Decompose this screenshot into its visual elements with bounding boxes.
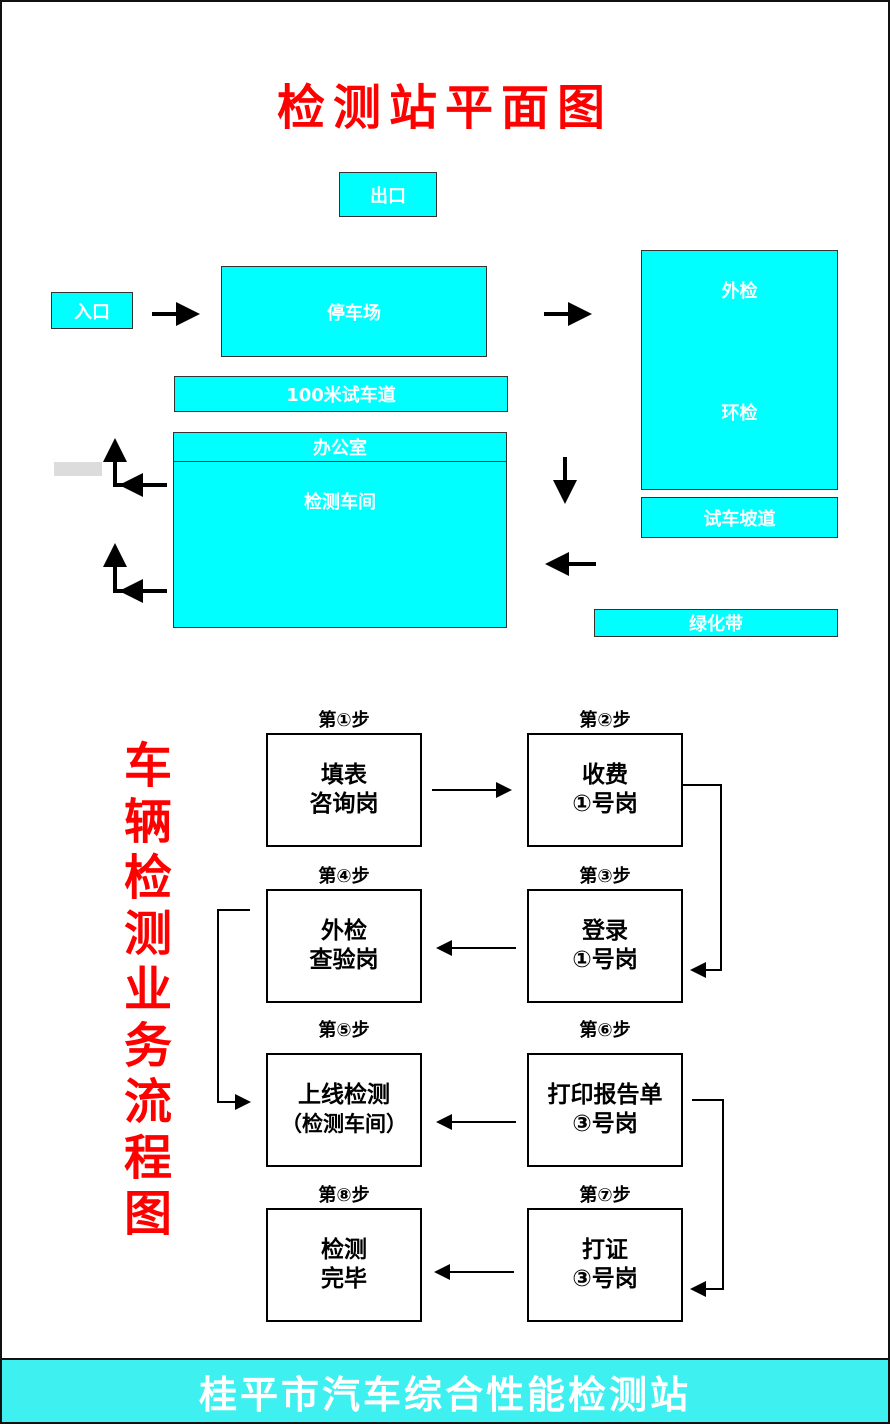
- flow-arrow-6-7: [690, 1099, 724, 1297]
- step-label-3: 第③步: [579, 866, 631, 887]
- flow-title-char: 业: [123, 962, 172, 1018]
- flow-box-6-line2: ③号岗: [572, 1111, 638, 1137]
- flow-box-4-line1: 外检: [321, 918, 367, 944]
- zone-test-track: 100米试车道: [174, 376, 508, 412]
- zone-workshop-label: 检测车间: [304, 492, 376, 513]
- step-label-1: 第①步: [318, 710, 370, 731]
- flow-box-3-line2: ①号岗: [572, 947, 638, 973]
- zone-greenbelt-label: 绿化带: [689, 614, 743, 635]
- flow-box-1-line1: 填表: [321, 762, 367, 788]
- zone-workshop: 检测车间: [173, 461, 507, 628]
- step-label-4: 第④步: [318, 866, 370, 887]
- flow-box-4: 外检 查验岗: [266, 889, 422, 1003]
- flow-title-char: 流: [123, 1074, 172, 1130]
- flow-box-3-line1: 登录: [582, 918, 628, 944]
- flow-box-6-line1: 打印报告单: [547, 1082, 663, 1108]
- flow-box-8: 检测 完毕: [266, 1208, 422, 1322]
- zone-entrance-label: 入口: [74, 301, 110, 323]
- page-title: 检测站平面图: [276, 80, 613, 136]
- zone-exterior-check-label: 外检: [721, 281, 758, 302]
- arrow-exit-upper: [103, 438, 167, 487]
- flow-box-6: 打印报告单 ③号岗: [527, 1053, 683, 1167]
- flow-box-1: 填表 咨询岗: [266, 733, 422, 847]
- flow-box-3: 登录 ①号岗: [527, 889, 683, 1003]
- zone-exit-label: 出口: [370, 185, 406, 207]
- flow-box-2-line1: 收费: [582, 762, 628, 788]
- step-label-5: 第⑤步: [318, 1020, 370, 1041]
- flow-title-char: 车: [123, 738, 172, 794]
- flow-title-char: 检: [123, 850, 172, 906]
- flow-arrow-4-5: [217, 909, 251, 1110]
- flow-box-2: 收费 ①号岗: [527, 733, 683, 847]
- flow-box-1-line2: 咨询岗: [309, 791, 379, 817]
- flow-box-5-line1: 上线检测: [298, 1082, 390, 1108]
- flow-title-char: 务: [123, 1018, 172, 1074]
- zone-test-slope: 试车坡道: [641, 497, 838, 538]
- flow-arrow-2-3: [682, 784, 722, 978]
- zone-inspection: 外检 环检: [641, 250, 838, 490]
- zone-env-check-label: 环检: [721, 403, 758, 424]
- flow-box-4-line2: 查验岗: [309, 947, 379, 973]
- step-label-7: 第⑦步: [579, 1185, 631, 1206]
- flow-title-char: 辆: [123, 794, 172, 850]
- zone-test-track-label: 100米试车道: [286, 385, 396, 406]
- flow-box-5: 上线检测 （检测车间）: [266, 1053, 422, 1167]
- step-label-8: 第⑧步: [318, 1185, 370, 1206]
- flow-box-2-line2: ①号岗: [572, 791, 638, 817]
- arrow-exit-lower: [103, 543, 167, 593]
- gray-marker: [54, 462, 102, 476]
- flow-title-char: 图: [123, 1186, 172, 1242]
- zone-parking-label: 停车场: [327, 302, 381, 324]
- flow-box-8-line2: 完毕: [321, 1266, 367, 1292]
- zone-exit: 出口: [339, 172, 437, 217]
- zone-test-slope-label: 试车坡道: [703, 508, 776, 530]
- zone-parking: 停车场: [221, 266, 487, 357]
- footer-banner: 桂平市汽车综合性能检测站: [2, 1358, 888, 1422]
- flow-box-5-line2: （检测车间）: [281, 1112, 407, 1136]
- zone-office-label: 办公室: [313, 438, 367, 459]
- flow-box-8-line1: 检测: [321, 1237, 367, 1263]
- zone-greenbelt: 绿化带: [594, 609, 838, 637]
- flow-title-char: 测: [123, 906, 172, 962]
- flow-box-7-line2: ③号岗: [572, 1266, 638, 1292]
- flow-title-char: 程: [123, 1130, 172, 1186]
- flow-box-7: 打证 ③号岗: [527, 1208, 683, 1322]
- step-label-6: 第⑥步: [579, 1020, 631, 1041]
- flow-title: 车 辆 检 测 业 务 流 程 图: [118, 738, 178, 1242]
- zone-entrance: 入口: [51, 292, 133, 329]
- flow-box-7-line1: 打证: [582, 1237, 628, 1263]
- step-label-2: 第②步: [579, 710, 631, 731]
